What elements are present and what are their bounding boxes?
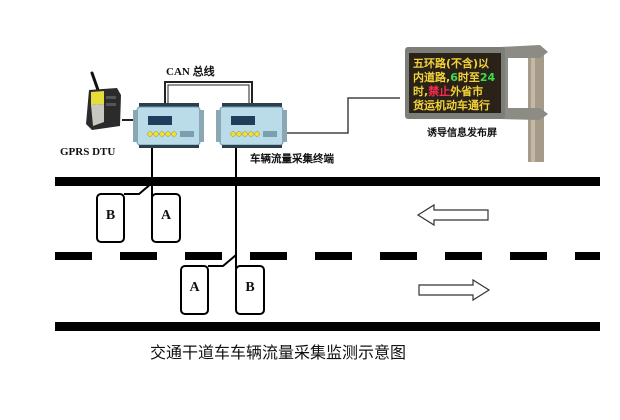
lcd-display [231,116,255,125]
lane-dash [315,252,352,260]
lane-divider [55,252,600,260]
sign-screen [409,53,501,113]
arrow-right-icon [418,278,491,302]
sensor-lower-a: A [180,265,209,315]
lane-dash [185,252,222,260]
lane-dash [380,252,417,260]
lcd-display [148,116,172,125]
sensor-label: A [189,280,200,295]
can-bus-label: CAN 总线 [166,64,215,78]
gprs-dtu-device [86,71,121,130]
sensor-branch-2 [208,254,237,267]
can-bus-wire-inner [167,84,250,103]
sign-text-segment: 禁止 [428,84,450,98]
lane-dash [250,252,287,260]
sign-text-segment: 五环路(不含)以 [413,56,489,70]
sign-message: 五环路(不含)以内道路,6时至24 时,禁止外省市货运机动车通行 [412,56,495,112]
sensor-lower-b: B [235,265,265,315]
sign-text-segment: 6 [450,71,458,84]
sensor-label: B [245,280,254,295]
diagram-title: 交通干道车车辆流量采集监测示意图 [150,343,406,362]
vms-label: 诱导信息发布屏 [427,126,497,139]
antenna-icon [90,71,100,92]
can-bus-wire [164,81,253,103]
vms-sign: 五环路(不含)以内道路,6时至24 时,禁止外省市货运机动车通行 [405,45,548,162]
sign-text-segment: 外省市 [449,84,483,98]
arrow-left-icon [416,203,489,227]
collector-label: 车辆流量采集终端 [250,152,334,165]
sign-text-segment: 时至 [458,70,480,84]
collector-terminal-1 [133,103,204,148]
lane-dash [445,252,482,260]
collector-terminal-2 [216,103,287,148]
lane-dash [510,252,547,260]
sign-text-segment: 内道路, [413,70,450,84]
sign-text-segment: 时, [413,84,428,98]
road-bottom-edge [55,322,600,331]
sensor-label: A [161,208,172,223]
gprs-dtu-label: GPRS DTU [60,146,115,158]
vms-link-wire [282,97,400,134]
lane-dash [55,252,92,260]
lane-dash [575,252,600,260]
sensor-branch-1 [124,182,153,195]
sensor-label: B [106,208,115,223]
sensor-upper-b: B [96,193,125,243]
sign-text-segment: 货运机动车通行 [412,98,490,112]
lane-dash [120,252,157,260]
sign-text-segment: 24 [480,71,496,84]
sensor-upper-a: A [151,193,181,243]
road-top-edge [55,177,600,186]
sign-pole [528,50,544,162]
